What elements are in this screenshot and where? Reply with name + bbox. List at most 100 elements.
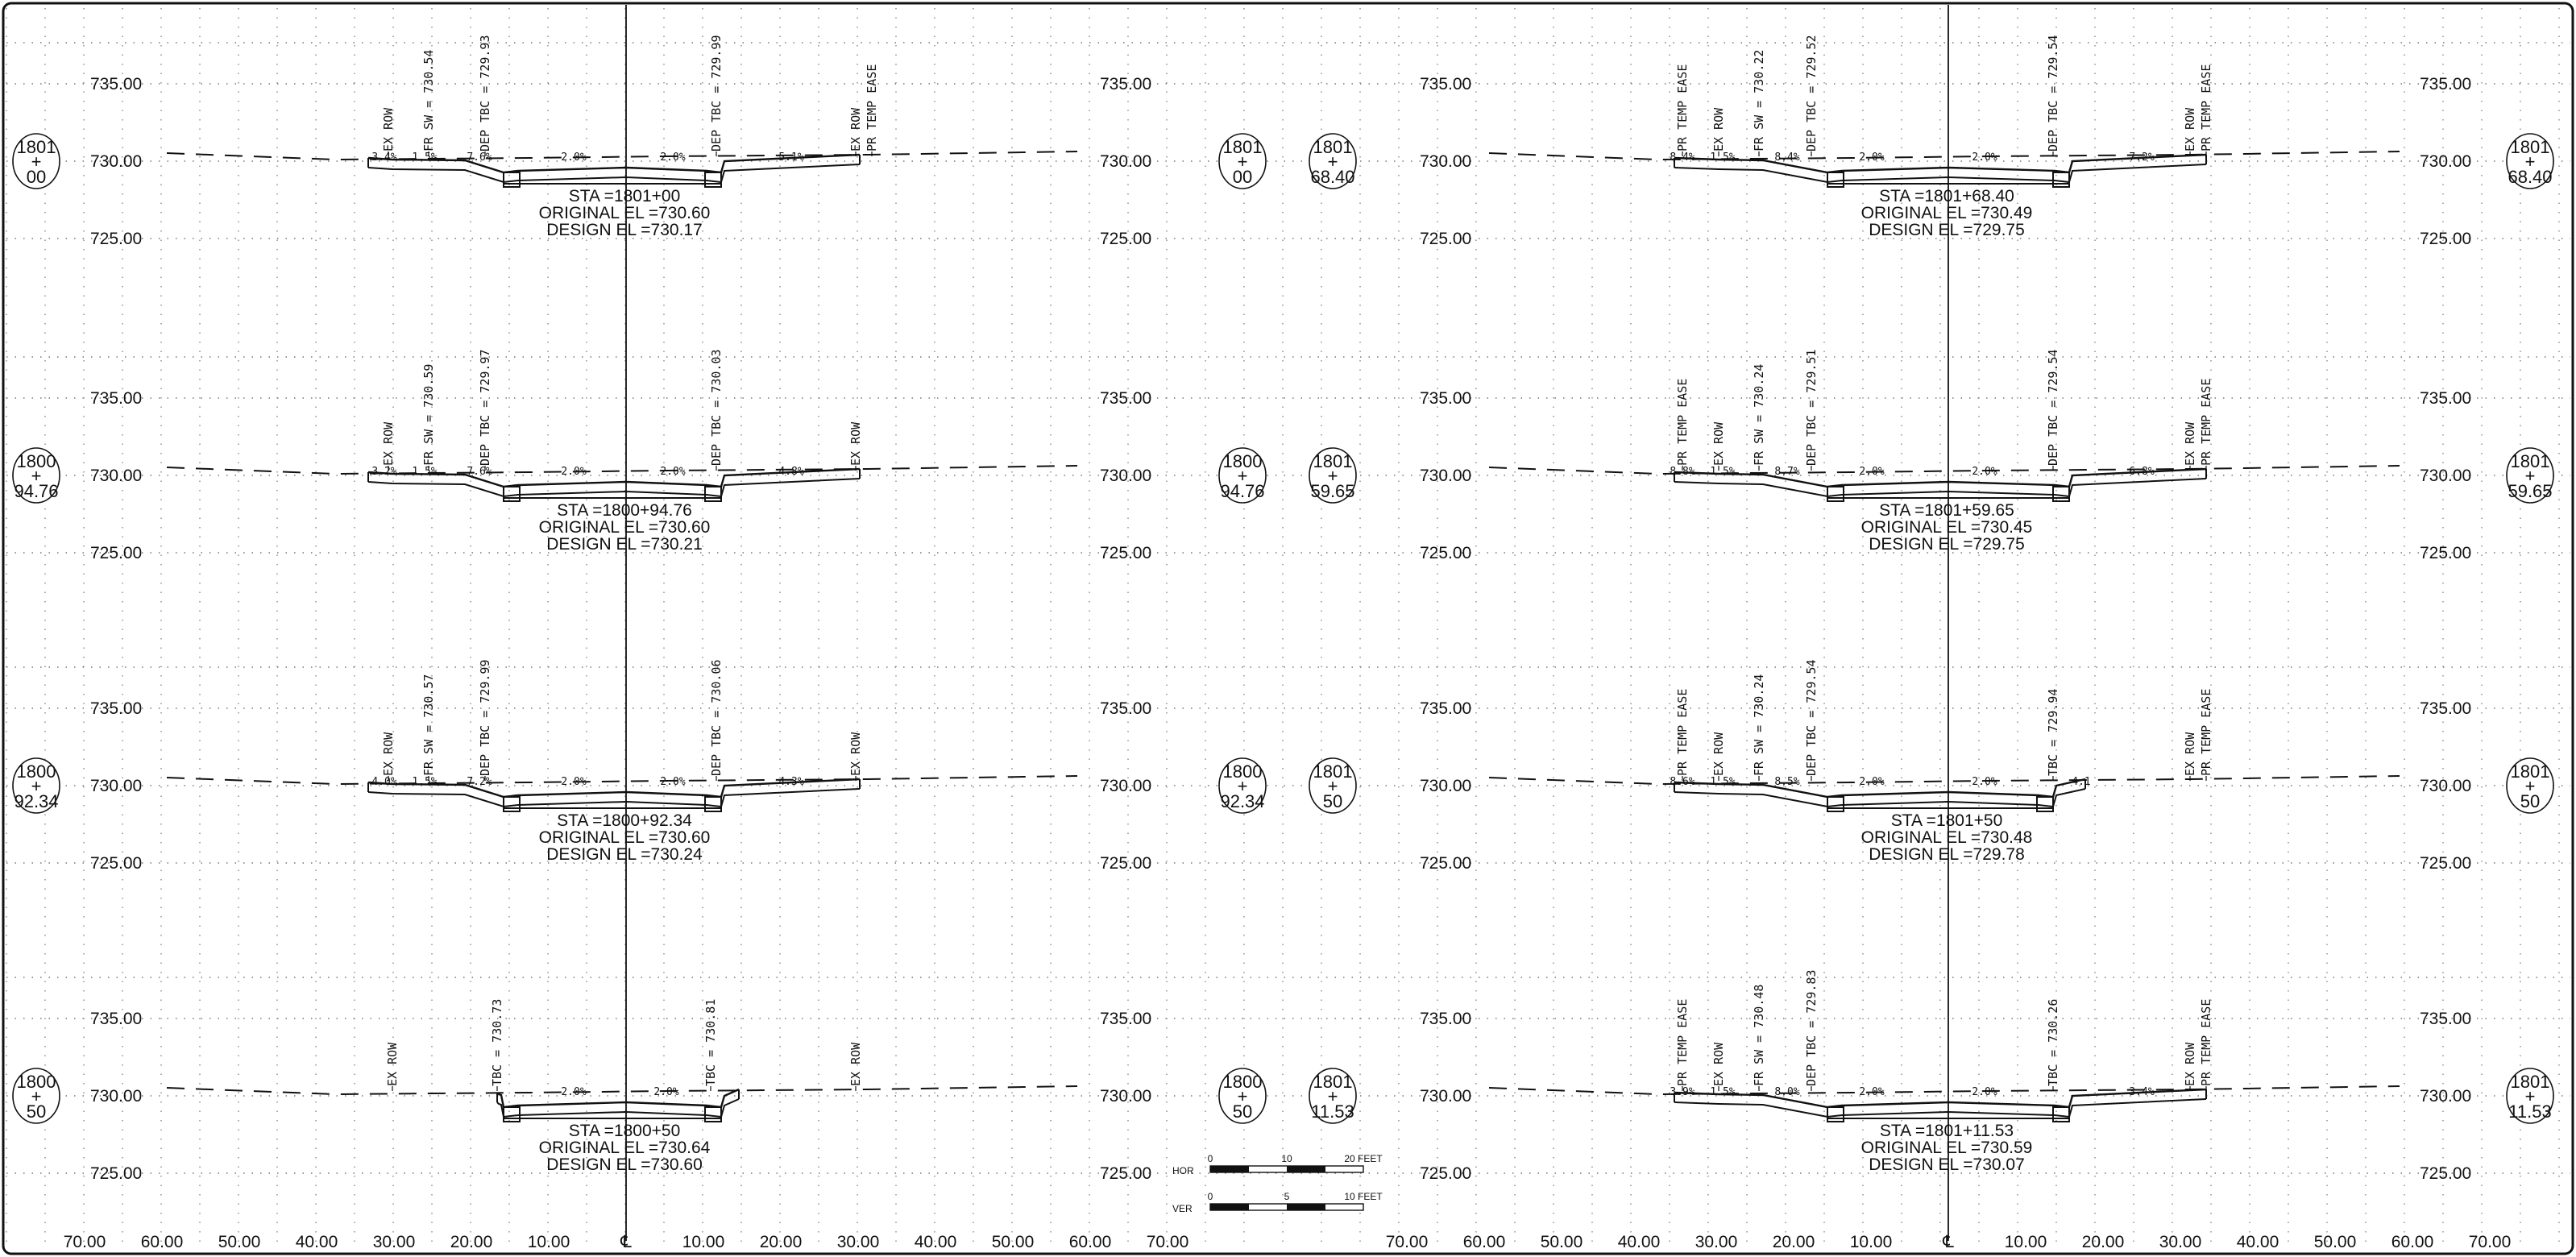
existing-ground (1488, 775, 2400, 786)
station-bubble: 1800+50 (12, 1068, 60, 1124)
proposed-subbase (1674, 788, 2086, 808)
elevation-label: 730.00 (1420, 777, 1471, 795)
station-plus: + (2525, 466, 2536, 486)
offset-label: 10.00 (1850, 1233, 1893, 1251)
section-vertical-label: FR SW = 730.24 (1752, 674, 1766, 776)
offset-label: 10.00 (682, 1233, 725, 1251)
proposed-surface (1674, 467, 2207, 488)
elevation-label: 735.00 (2420, 75, 2471, 93)
offset-label: 70.00 (1147, 1233, 1189, 1251)
station-bottom: 50 (1323, 791, 1342, 811)
elevation-label: 730.00 (90, 1087, 142, 1106)
original-elevation: ORIGINAL EL =730.48 (1861, 828, 2033, 847)
scale-bar-fill (1287, 1166, 1325, 1172)
slope-label: 2.0% (1859, 1086, 1884, 1098)
original-elevation: ORIGINAL EL =730.64 (539, 1139, 711, 1157)
station-bubble: 1801+50 (1309, 757, 1357, 814)
offset-label: 30.00 (2159, 1233, 2202, 1251)
elevation-label: 725.00 (2420, 230, 2471, 248)
station-bubble-circle (2506, 757, 2554, 814)
section-vertical-label: EX ROW (2183, 421, 2197, 466)
station-bubble: 1801+11.53 (2506, 1068, 2554, 1124)
existing-ground (166, 775, 1078, 786)
slope-label: 3.9% (1670, 1086, 1695, 1098)
scale-tick: 0 (1208, 1153, 1213, 1164)
elevation-label: 735.00 (1420, 1010, 1471, 1028)
station-top: 1800 (17, 761, 56, 782)
offset-label: 60.00 (1463, 1233, 1506, 1251)
elevation-label: 725.00 (2420, 1164, 2471, 1183)
station-top: 1801 (2511, 137, 2550, 157)
elevation-label: 735.00 (90, 1010, 142, 1028)
elevation-label: 735.00 (1100, 699, 1151, 718)
station-label: STA =1801+59.65 (1879, 501, 2014, 520)
section-vertical-label: EX ROW (2183, 107, 2197, 151)
section-vertical-label: DEP TBC = 729.52 (1804, 35, 1819, 152)
slope-label: 2.0% (561, 1086, 586, 1098)
section-vertical-label: PR TEMP EASE (2199, 64, 2213, 151)
section-vertical-label: FR SW = 730.22 (1752, 50, 1766, 151)
elevation-label: 735.00 (1100, 1010, 1151, 1028)
proposed-subbase (367, 788, 861, 808)
scale-tick: 10 (1281, 1153, 1292, 1164)
elevation-label: 730.00 (2420, 152, 2471, 171)
section-vertical-label: DEP TBC = 729.99 (478, 660, 492, 777)
station-plus: + (31, 466, 42, 486)
slope-label: 8.6% (1670, 776, 1695, 788)
station-bubble: 1801+00 (12, 133, 60, 189)
elevation-label: 735.00 (1420, 389, 1471, 408)
station-bubble: 1801+68.40 (1309, 133, 1357, 189)
proposed-subbase (367, 164, 861, 184)
curb-left (1827, 486, 1844, 502)
elevation-label: 725.00 (2420, 854, 2471, 873)
design-elevation: DESIGN EL =730.60 (546, 1155, 703, 1174)
existing-ground (166, 151, 1078, 161)
station-top: 1801 (1313, 451, 1353, 471)
station-plus: + (1328, 1086, 1338, 1106)
slope-label: 2.0% (1859, 151, 1884, 164)
station-bubble: 1800+92.34 (12, 757, 60, 814)
elevation-label: 735.00 (1420, 75, 1471, 93)
elevation-label: 730.00 (2420, 1087, 2471, 1106)
station-label: STA =1801+00 (569, 187, 681, 205)
section-vertical-label: TBC = 730.73 (490, 999, 504, 1086)
station-label: STA =1800+50 (569, 1122, 681, 1140)
curb-right (704, 1106, 722, 1122)
station-bottom: 59.65 (2508, 481, 2552, 501)
elevation-label: 725.00 (2420, 544, 2471, 562)
offset-label: 30.00 (837, 1233, 880, 1251)
offset-label: ℄ (620, 1233, 632, 1251)
station-label: STA =1801+50 (1891, 811, 2003, 830)
elevation-label: 730.00 (1420, 152, 1471, 171)
station-label: STA =1800+94.76 (557, 501, 692, 520)
slope-label: 2.0% (1859, 776, 1884, 788)
section-vertical-label: EX ROW (848, 1042, 863, 1086)
section-vertical-label: TBC = 730.81 (703, 999, 718, 1086)
slope-label: 1.5% (1710, 1086, 1735, 1098)
station-bubble: 1801+59.65 (2506, 447, 2554, 504)
original-elevation: ORIGINAL EL =730.59 (1861, 1139, 2033, 1157)
station-bubble: 1801+50 (2506, 757, 2554, 814)
station-bubble: 1800+92.34 (1218, 757, 1267, 814)
station-top: 1801 (2511, 451, 2550, 471)
station-bubble: 1800+50 (1218, 1068, 1267, 1124)
station-top: 1800 (1223, 1072, 1263, 1092)
section-vertical-label: EX ROW (1711, 107, 1726, 151)
station-bottom: 68.40 (1310, 167, 1354, 187)
section-vertical-label: EX ROW (848, 421, 863, 466)
station-bubble-circle (1218, 447, 1267, 504)
station-plus: + (1238, 466, 1248, 486)
offset-label: 60.00 (2391, 1233, 2434, 1251)
station-plus: + (2525, 151, 2536, 172)
station-top: 1800 (1223, 451, 1263, 471)
section-vertical-label: FR SW = 730.48 (1752, 985, 1766, 1086)
curb-right (704, 796, 722, 812)
scale-tick: 20 FEET (1344, 1153, 1383, 1164)
station-label: STA =1801+11.53 (1880, 1122, 2014, 1140)
elevation-label: 735.00 (1100, 75, 1151, 93)
proposed-subbase (1674, 1098, 2207, 1118)
elevation-label: 730.00 (1100, 777, 1151, 795)
